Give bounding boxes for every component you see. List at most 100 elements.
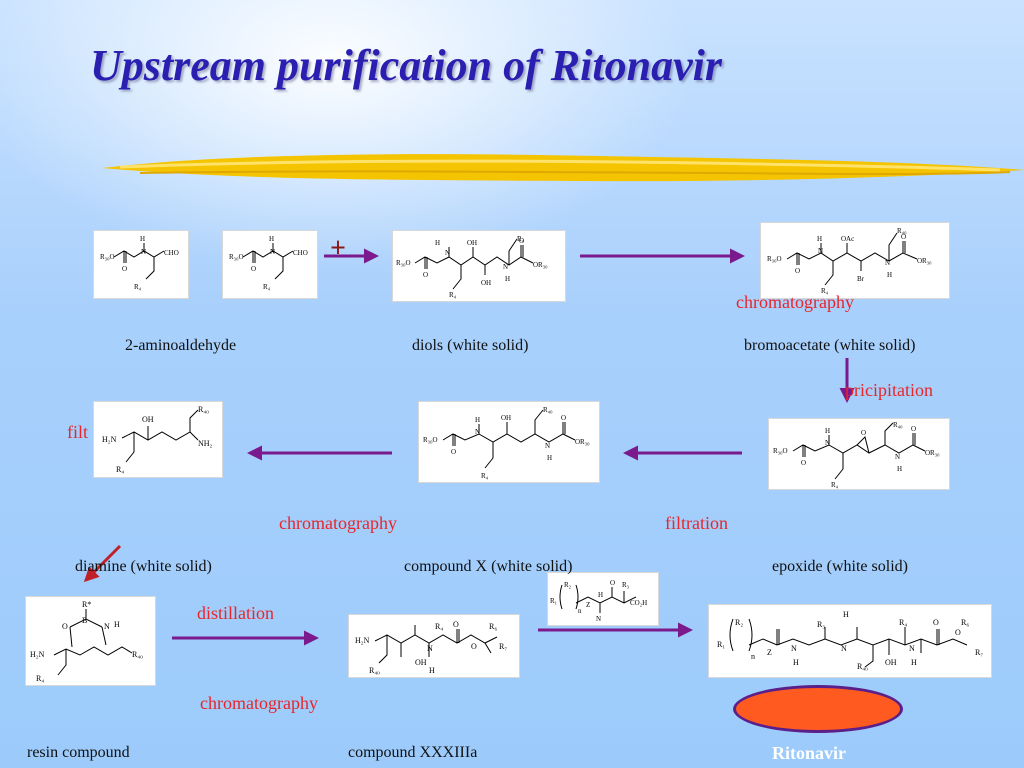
svg-text:O: O [861, 429, 866, 437]
svg-text:H: H [897, 465, 902, 473]
svg-text:N: N [841, 644, 847, 653]
svg-text:R₄: R₄ [899, 618, 907, 627]
svg-text:N: N [895, 453, 900, 461]
svg-text:H: H [269, 235, 274, 243]
svg-text:R₇: R₇ [975, 648, 983, 657]
svg-text:O: O [453, 620, 459, 629]
svg-text:R₃: R₃ [817, 620, 825, 629]
label-resin-compound: resin compound [27, 744, 130, 761]
svg-text:Z: Z [767, 648, 772, 657]
svg-text:O: O [251, 265, 256, 273]
label-diols: diols (white solid) [412, 337, 529, 354]
svg-text:Br: Br [857, 275, 865, 283]
svg-text:R₆: R₆ [961, 618, 969, 627]
svg-text:N: N [825, 439, 830, 447]
svg-text:N: N [427, 644, 433, 653]
svg-text:R₄: R₄ [831, 481, 839, 489]
label-ritonavir: Ritonavir [772, 743, 846, 763]
svg-text:R₃₀O: R₃₀O [773, 447, 788, 455]
svg-text:O: O [933, 618, 939, 627]
svg-text:CHO: CHO [293, 249, 308, 257]
svg-text:R₁: R₁ [717, 640, 725, 649]
svg-text:O: O [519, 237, 524, 245]
label-epoxide: epoxide (white solid) [772, 558, 908, 575]
svg-text:R₃₀O: R₃₀O [229, 253, 244, 261]
step-distillation: distillation [197, 603, 275, 623]
svg-text:R₃₀O: R₃₀O [767, 255, 782, 263]
arrow-diamine-to-resin [83, 544, 122, 583]
svg-text:R₃₀O: R₃₀O [396, 259, 411, 267]
step-chromatography-3: chromatography [200, 693, 318, 713]
svg-text:H₂N: H₂N [355, 636, 370, 645]
step-chromatography-2: chromatography [279, 513, 397, 533]
svg-text:H: H [140, 235, 145, 243]
svg-text:R₃: R₃ [622, 581, 630, 589]
svg-text:N: N [270, 248, 275, 256]
svg-text:R₂: R₂ [564, 581, 572, 589]
svg-text:R₄: R₄ [134, 283, 142, 291]
svg-text:O: O [795, 267, 800, 275]
svg-text:N: N [818, 247, 823, 255]
svg-text:OH: OH [142, 415, 154, 424]
svg-text:N: N [545, 442, 550, 450]
label-bromoacetate: bromoacetate (white solid) [744, 337, 916, 354]
svg-text:H: H [547, 454, 552, 462]
svg-text:NH₂: NH₂ [198, 439, 213, 448]
svg-text:H₂N: H₂N [102, 435, 117, 444]
svg-text:H: H [793, 658, 799, 667]
svg-text:R₄: R₄ [435, 622, 443, 631]
svg-text:R₄: R₄ [821, 287, 829, 295]
svg-text:H: H [598, 591, 603, 599]
svg-text:R₄₀: R₄₀ [897, 227, 907, 235]
svg-text:O: O [122, 265, 127, 273]
svg-text:H: H [911, 658, 917, 667]
svg-text:R₆: R₆ [489, 622, 497, 631]
svg-text:H: H [429, 666, 435, 675]
svg-text:R₇: R₇ [499, 642, 507, 651]
svg-text:O: O [901, 233, 906, 241]
svg-text:H: H [114, 620, 120, 629]
svg-text:N: N [475, 428, 480, 436]
svg-text:O: O [561, 414, 566, 422]
svg-text:CO₂H: CO₂H [630, 599, 647, 607]
svg-text:H: H [825, 427, 830, 435]
svg-text:O: O [451, 448, 456, 456]
svg-text:R₄₀: R₄₀ [893, 421, 903, 429]
svg-text:N: N [885, 259, 890, 267]
svg-text:N: N [104, 622, 110, 631]
ritonavir-highlight-oval [733, 685, 903, 733]
svg-text:N: N [596, 615, 601, 623]
svg-text:O: O [801, 459, 806, 467]
svg-text:R₂: R₂ [735, 618, 743, 627]
svg-text:O: O [62, 622, 68, 631]
svg-text:OH: OH [885, 658, 897, 667]
svg-text:n: n [578, 607, 582, 615]
yellow-brush-stroke [102, 154, 1024, 182]
step-precipitation: pricipitation [845, 380, 933, 400]
svg-text:OH: OH [467, 239, 477, 247]
svg-text:R₄: R₄ [36, 674, 44, 683]
svg-text:N: N [909, 644, 915, 653]
svg-text:O: O [423, 271, 428, 279]
svg-text:H: H [505, 275, 510, 283]
svg-text:R₄₀: R₄₀ [369, 666, 380, 675]
svg-text:OAc: OAc [841, 235, 854, 243]
svg-text:R*: R* [82, 600, 91, 609]
svg-text:H: H [887, 271, 892, 279]
svg-text:OR₃₀: OR₃₀ [925, 449, 940, 457]
label-compound-x: compound X (white solid) [404, 558, 573, 575]
svg-text:R₁: R₁ [550, 597, 557, 605]
label-diamine: diamine (white solid) [75, 558, 212, 575]
step-filtration: filtration [665, 513, 728, 533]
